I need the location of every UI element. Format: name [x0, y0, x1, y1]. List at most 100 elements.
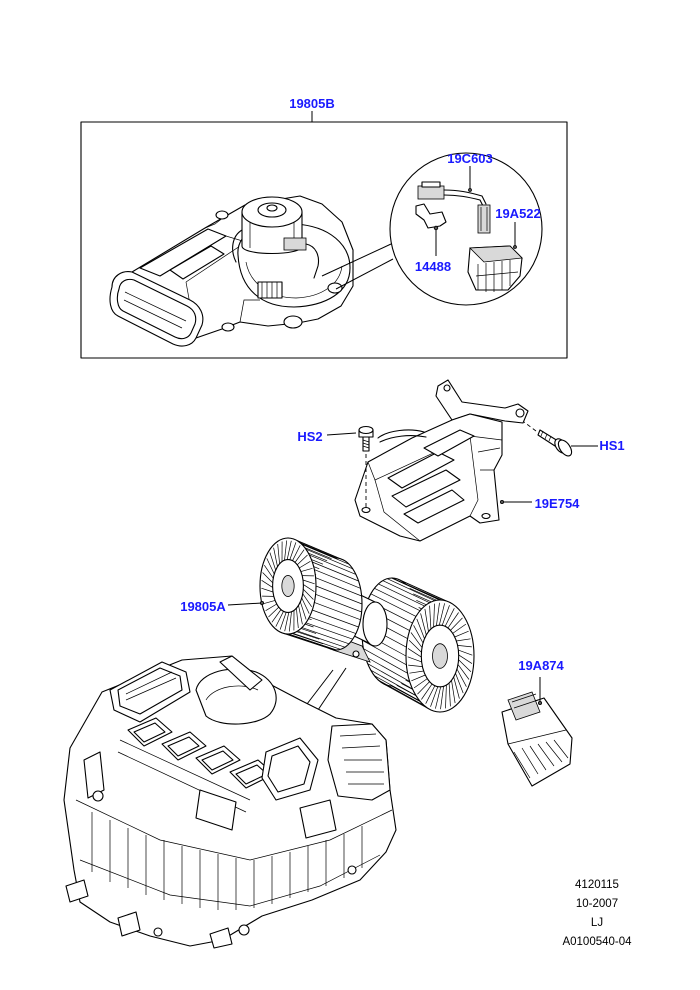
- callout-screw-hs2: HS2: [297, 429, 322, 444]
- fan-blade: [266, 558, 275, 575]
- fan-blade: [363, 648, 408, 674]
- fan-blade: [458, 659, 472, 672]
- footer-date: 10-2007: [576, 898, 618, 910]
- blower-housing-drawing: [109, 195, 354, 347]
- fan-blade: [315, 585, 363, 605]
- fan-blade: [297, 630, 346, 648]
- fan-edge: [287, 633, 337, 651]
- connector-harness: [417, 181, 491, 234]
- fan-blade: [370, 593, 417, 617]
- fan-blade: [279, 612, 287, 630]
- fan-blade: [450, 617, 463, 631]
- fan-blade: [298, 605, 303, 625]
- fan-blade: [454, 630, 469, 638]
- fan-blade: [447, 612, 459, 629]
- callout-screw-hs1: HS1: [599, 438, 624, 453]
- retaining-clip: [415, 203, 447, 229]
- fan-blade: [282, 632, 332, 650]
- callout-resistor: 19A874: [518, 658, 564, 673]
- fan-blade: [261, 587, 274, 593]
- blower-motor-drawing: [227, 537, 475, 713]
- blower-assembly-box: [80, 111, 568, 359]
- fan-blade: [457, 664, 470, 680]
- fan-blade: [314, 569, 361, 589]
- leader-screw-hs2: [326, 432, 357, 436]
- callout-connector: 19C603: [447, 151, 493, 166]
- fan-blade: [436, 602, 440, 626]
- fan-blade: [445, 684, 447, 709]
- fan-blade: [292, 632, 341, 650]
- resistor-drawing: [501, 677, 573, 787]
- fan-blade: [438, 603, 445, 626]
- heater-housing-drawing: [63, 655, 397, 949]
- callout-clip: 14488: [415, 259, 451, 274]
- fan-blade: [268, 606, 280, 618]
- fan-blade: [413, 625, 424, 644]
- fan-blade: [370, 669, 417, 696]
- fan-blade: [302, 579, 315, 585]
- fan-blade: [430, 686, 439, 707]
- fan-blade: [429, 605, 432, 630]
- fan-blade: [303, 584, 315, 592]
- fan-shaft: [432, 643, 448, 669]
- fan-blade: [411, 674, 426, 682]
- fan-blade: [264, 565, 274, 579]
- leader-blower-motor: [227, 602, 263, 606]
- drawing-footer: 4120115 10-2007 LJ A0100540-04: [562, 879, 632, 948]
- fan-blade: [420, 613, 427, 636]
- fan-blade: [416, 618, 425, 639]
- fan-blade: [409, 670, 424, 674]
- fan-blade: [453, 676, 460, 699]
- fan-blade: [309, 554, 357, 575]
- fan-blade: [417, 681, 430, 695]
- fan-blade: [367, 663, 413, 690]
- fan-blade: [425, 685, 436, 704]
- resistor-inset: [467, 245, 523, 292]
- callout-bracket: 19E754: [535, 496, 581, 511]
- fan-blade: [378, 679, 425, 707]
- fan-drum-right: [361, 577, 475, 713]
- fan-blade: [286, 540, 292, 560]
- fan-blade: [305, 622, 353, 640]
- fan-blade: [382, 580, 430, 604]
- fan-blade: [301, 597, 310, 614]
- screw-hs1: [523, 421, 573, 457]
- fan-blade: [435, 686, 442, 709]
- fan-blade: [299, 560, 311, 569]
- callout-blower-motor: 19805A: [180, 599, 226, 614]
- fan-blade: [452, 623, 467, 634]
- fan-blade: [294, 549, 305, 563]
- fan-blade: [413, 678, 428, 689]
- fan-blade: [263, 600, 276, 605]
- fan-blade: [374, 587, 421, 612]
- fan-blade: [289, 542, 297, 560]
- fan-blade: [457, 645, 472, 648]
- fan-blade: [284, 540, 288, 561]
- fan-blade: [305, 548, 353, 570]
- fan-blade: [296, 554, 308, 566]
- fan-blade: [302, 593, 312, 607]
- fan-blade: [440, 686, 444, 710]
- fan-blade: [451, 680, 456, 704]
- footer-code: 4120115: [575, 879, 619, 891]
- fan-blade: [458, 654, 473, 664]
- footer-initials: LJ: [591, 917, 603, 929]
- fan-blade: [441, 605, 450, 626]
- fan-blade: [269, 552, 277, 571]
- fan-blade: [378, 583, 425, 607]
- fan-blade: [312, 609, 359, 628]
- fan-drum-left: [259, 537, 363, 651]
- fan-blade: [312, 561, 359, 582]
- fan-blade: [448, 682, 451, 707]
- fan-blade: [314, 602, 361, 621]
- callout-resistor-inset: 19A522: [495, 206, 541, 221]
- fan-blade: [456, 668, 467, 687]
- fan-blade: [303, 588, 314, 600]
- fan-blade: [292, 545, 301, 561]
- fan-blade: [408, 664, 423, 667]
- fan-blade: [275, 611, 284, 627]
- fan-blade: [408, 640, 422, 653]
- fan-blade: [410, 632, 423, 648]
- fan-blade: [299, 601, 307, 620]
